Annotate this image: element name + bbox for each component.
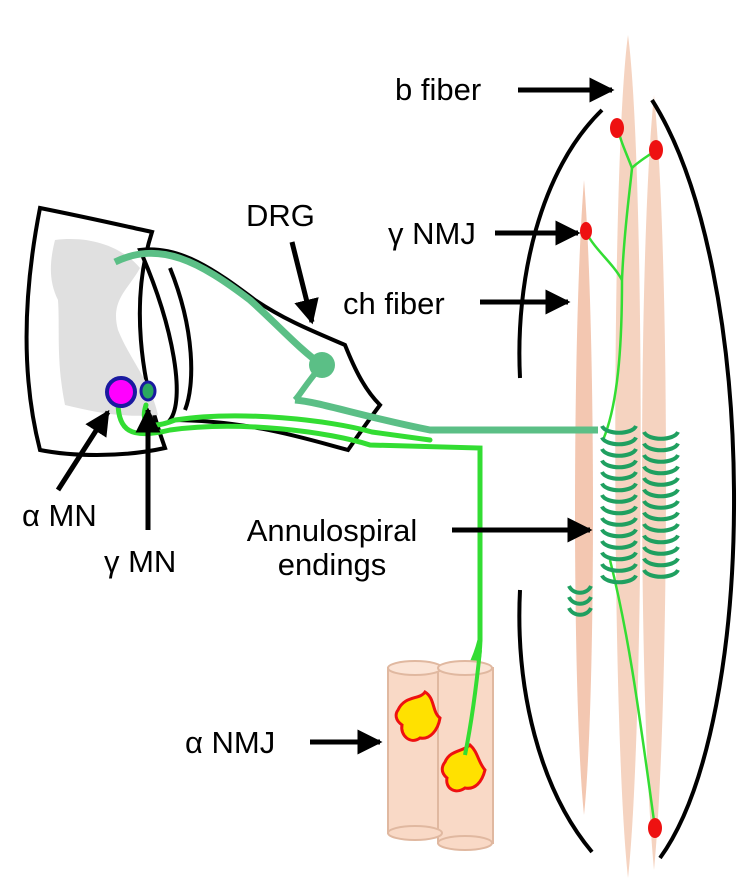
annulospiral-coil [600,562,638,573]
label-gamma-nmj: γ NMJ [388,216,476,251]
alpha-mn-soma [105,376,137,408]
alpha-motor-terminal [463,649,482,756]
spindle-capsule [517,98,737,860]
label-b-fiber: b fiber [395,72,482,107]
annulospiral-coil [600,459,638,470]
chain-fiber-coil [567,584,593,595]
arrow-drg [289,241,319,325]
afferent-peripheral-branch [294,396,598,434]
capsule-outer-arc [650,98,737,860]
fiber-right-top-cap [437,660,493,676]
annulospiral-coil [600,516,638,527]
annulospiral-coil [600,436,638,447]
annulospiral-coil [600,551,638,562]
annulospiral-coil [642,499,680,510]
annulospiral-coil [642,534,680,545]
gamma-nmj-bottom [648,818,662,838]
annulospiral-coil [642,453,680,464]
gamma-mn-soma [139,380,157,402]
annulospiral-coil [642,465,680,476]
extrafusal-fiber-left [387,667,444,834]
label-annulospiral: Annulospiral endings [246,513,418,583]
gamma-nmj-top [610,118,624,138]
ventral-root-edge [168,267,194,411]
annulospiral-endings [567,424,680,617]
annulospiral-coil [642,430,680,441]
annulospiral-coil [642,557,680,568]
annulospiral-coil [600,424,638,435]
annulospiral-coil [642,442,680,453]
fusimotor-main [601,167,634,441]
label-ch-fiber: ch fiber [343,286,445,321]
annulospiral-coil [600,482,638,493]
label-alpha-nmj: α NMJ [185,725,276,760]
annulospiral-coil [600,470,638,481]
alpha-nmj-endplate-1 [394,689,442,742]
chain-fiber [575,180,593,815]
label-alpha-mn: α MN [22,498,97,533]
fusimotor-to-bottom [608,559,657,829]
fiber-left-top-cap [387,660,443,676]
annulospiral-coil [600,539,638,550]
annulospiral-coil [642,511,680,522]
annulospiral-coil [642,476,680,487]
gamma-nmjs [580,118,663,838]
arrow-alpha-mn [55,409,111,492]
label-arrows [55,77,615,755]
annulospiral-coil [642,488,680,499]
annulospiral-coil [600,493,638,504]
grey-matter [50,239,158,416]
annulospiral-coil [642,522,680,533]
label-gamma-mn: γ MN [104,544,177,579]
capsule-inner-arc-bottom [517,589,594,854]
capsule-inner-arc-top [517,108,604,379]
fusimotor-to-left [584,231,624,281]
gamma-nmj-right [649,140,663,160]
chain-fiber-coil [567,606,593,617]
annulospiral-coil [642,545,680,556]
chain-fiber-coil [567,595,593,606]
label-drg: DRG [246,198,315,233]
annulospiral-coil [600,574,638,585]
drg-cell-body [309,352,335,378]
annulospiral-coil [600,528,638,539]
gamma-nmj-chain [580,222,592,240]
annulospiral-coil [600,447,638,458]
extrafusal-muscle [387,649,494,851]
annulospiral-coil [600,505,638,516]
fiber-left-bottom-cap [387,825,443,841]
annulospiral-coil [642,568,680,579]
afferent-central-branch [113,249,324,368]
fiber-right-bottom-cap [437,835,493,851]
